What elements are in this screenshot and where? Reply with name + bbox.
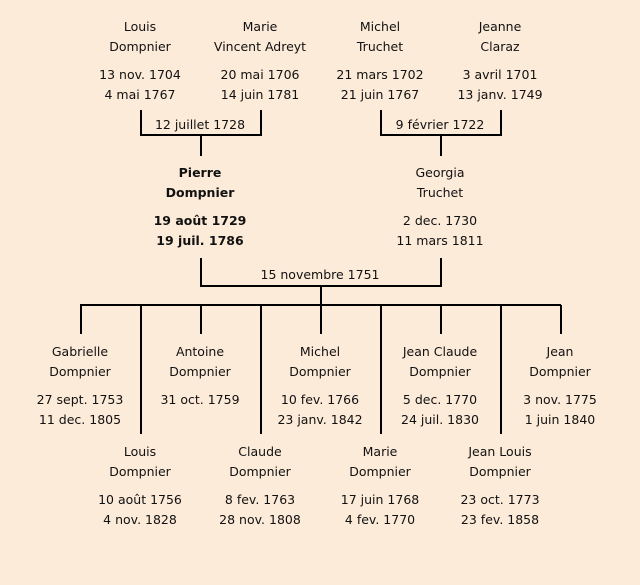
child-antoine: Antoine Dompnier 31 oct. 1759 [130, 342, 270, 430]
death-date: 28 nov. 1808 [219, 512, 301, 527]
child-drops-top [80, 305, 562, 334]
death-date: 11 dec. 1805 [38, 412, 122, 427]
person-louis-dompnier-sr: Louis Dompnier 13 nov. 1704 4 mai 1767 [70, 17, 210, 105]
last-name: Dompnier [109, 39, 171, 54]
death-date: 24 juil. 1830 [401, 412, 479, 427]
last-name: Truchet [356, 39, 404, 54]
marriage-date-parents: 15 novembre 1751 [260, 267, 380, 282]
death-date: 23 fev. 1858 [460, 512, 540, 527]
child-jean: Jean Dompnier 3 nov. 1775 1 juin 1840 [490, 342, 630, 430]
first-name: Louis [123, 19, 157, 34]
death-date: 19 juil. 1786 [156, 233, 244, 248]
child-michel: Michel Dompnier 10 fev. 1766 23 janv. 18… [250, 342, 390, 430]
first-name: Pierre [178, 165, 222, 180]
death-date: 1 juin 1840 [524, 412, 596, 427]
birth-date: 31 oct. 1759 [160, 392, 240, 407]
parents-bracket [200, 258, 442, 305]
first-name: Michel [299, 344, 341, 359]
birth-date: 17 juin 1768 [340, 492, 420, 507]
person-michel-truchet: Michel Truchet 21 mars 1702 21 juin 1767 [310, 17, 450, 105]
paternal-grandparents-bracket [140, 110, 262, 156]
death-date: 13 janv. 1749 [457, 87, 543, 102]
last-name: Dompnier [49, 364, 111, 379]
death-date [130, 410, 270, 430]
birth-date: 27 sept. 1753 [36, 392, 124, 407]
last-name: Dompnier [409, 364, 471, 379]
first-name: Jean Claude [402, 344, 478, 359]
birth-date: 23 oct. 1773 [460, 492, 540, 507]
death-date: 4 mai 1767 [104, 87, 176, 102]
first-name: Antoine [175, 344, 225, 359]
death-date: 4 fev. 1770 [344, 512, 416, 527]
birth-date: 10 août 1756 [98, 492, 182, 507]
first-name: Claude [238, 444, 282, 459]
birth-date: 13 nov. 1704 [99, 67, 181, 82]
birth-date: 3 nov. 1775 [523, 392, 597, 407]
birth-date: 5 dec. 1770 [402, 392, 478, 407]
last-name: Dompnier [289, 364, 351, 379]
first-name: Georgia [415, 165, 465, 180]
death-date: 21 juin 1767 [340, 87, 420, 102]
first-name: Marie [242, 19, 278, 34]
last-name: Dompnier [169, 364, 231, 379]
last-name: Dompnier [529, 364, 591, 379]
maternal-grandparents-bracket [380, 110, 502, 156]
person-marie-vincent-adreyt: Marie Vincent Adreyt 20 mai 1706 14 juin… [190, 17, 330, 105]
death-date: 11 mars 1811 [396, 233, 484, 248]
child-marie: Marie Dompnier 17 juin 1768 4 fev. 1770 [310, 442, 450, 530]
first-name: Michel [359, 19, 401, 34]
last-name: Dompnier [109, 464, 171, 479]
marriage-date-maternal: 9 février 1722 [395, 117, 485, 132]
birth-date: 8 fev. 1763 [224, 492, 296, 507]
last-name: Truchet [416, 185, 464, 200]
first-name: Jean [546, 344, 574, 359]
death-date: 23 janv. 1842 [277, 412, 363, 427]
birth-date: 21 mars 1702 [336, 67, 424, 82]
birth-date: 20 mai 1706 [220, 67, 300, 82]
first-name: Jeanne [478, 19, 522, 34]
child-louis: Louis Dompnier 10 août 1756 4 nov. 1828 [70, 442, 210, 530]
first-name: Louis [123, 444, 157, 459]
person-pierre-dompnier: Pierre Dompnier 19 août 1729 19 juil. 17… [130, 163, 270, 251]
first-name: Gabrielle [51, 344, 109, 359]
last-name: Vincent Adreyt [213, 39, 307, 54]
death-date: 4 nov. 1828 [103, 512, 177, 527]
last-name: Dompnier [469, 464, 531, 479]
last-name: Dompnier [349, 464, 411, 479]
child-gabrielle: Gabrielle Dompnier 27 sept. 1753 11 dec.… [10, 342, 150, 430]
birth-date: 19 août 1729 [153, 213, 247, 228]
first-name: Marie [362, 444, 398, 459]
child-claude: Claude Dompnier 8 fev. 1763 28 nov. 1808 [190, 442, 330, 530]
child-jean-louis: Jean Louis Dompnier 23 oct. 1773 23 fev.… [430, 442, 570, 530]
marriage-date-paternal: 12 juillet 1728 [154, 117, 246, 132]
person-georgia-truchet: Georgia Truchet 2 dec. 1730 11 mars 1811 [370, 163, 510, 251]
first-name: Jean Louis [468, 444, 532, 459]
child-jean-claude: Jean Claude Dompnier 5 dec. 1770 24 juil… [370, 342, 510, 430]
last-name: Dompnier [229, 464, 291, 479]
birth-date: 2 dec. 1730 [402, 213, 478, 228]
last-name: Dompnier [165, 185, 235, 200]
birth-date: 3 avril 1701 [462, 67, 538, 82]
child-drops-bottom [140, 305, 502, 434]
last-name: Claraz [480, 39, 520, 54]
person-jeanne-claraz: Jeanne Claraz 3 avril 1701 13 janv. 1749 [430, 17, 570, 105]
death-date: 14 juin 1781 [220, 87, 300, 102]
birth-date: 10 fev. 1766 [280, 392, 360, 407]
